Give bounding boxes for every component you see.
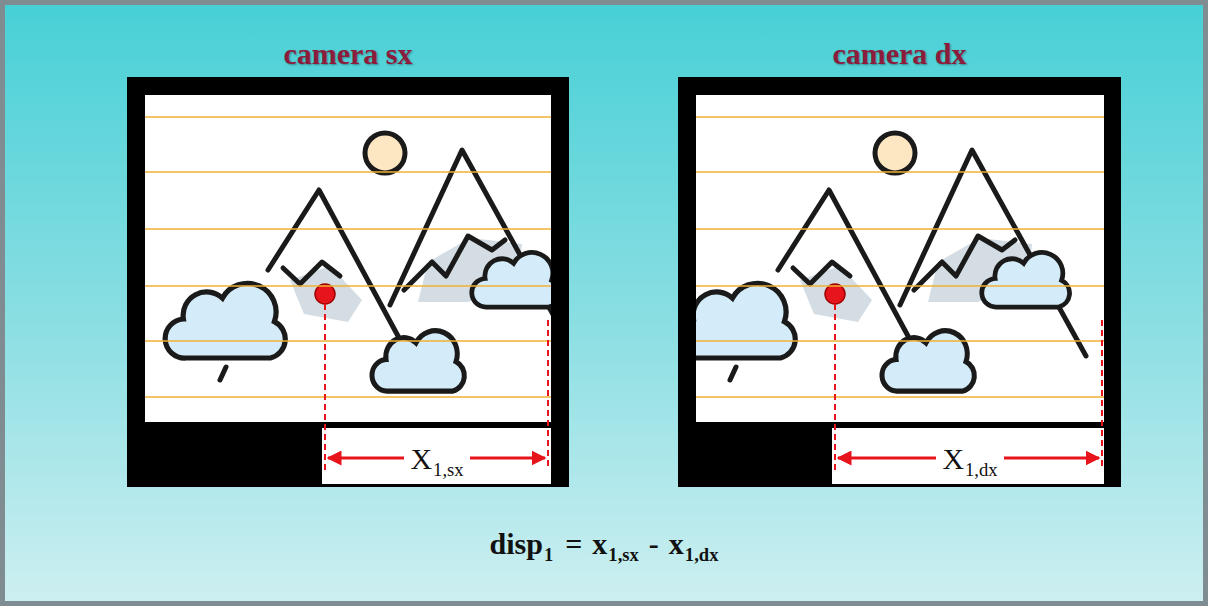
formula-term: x [669, 527, 684, 560]
scan-lines [145, 117, 551, 397]
distance-subscript: 1,sx [433, 460, 463, 480]
formula-term: x [592, 527, 607, 560]
distance-label: X [410, 442, 432, 475]
label-area [322, 428, 551, 484]
distance-label-group: X1,sx [404, 442, 469, 475]
distance-label: X [942, 442, 964, 475]
formula-term: disp [490, 527, 543, 560]
label-area [832, 428, 1104, 484]
dashed-guide [324, 304, 326, 470]
formula-subscript: 1 [544, 545, 553, 565]
right-image [696, 117, 1104, 397]
dashed-guide [834, 304, 836, 470]
formula-subscript: 1,sx [608, 545, 638, 565]
camera-title: camera dx [832, 37, 966, 71]
formula-operator: - [649, 527, 659, 560]
formula-subscript: 1,dx [685, 545, 719, 565]
scan-lines [696, 117, 1104, 397]
camera-title: camera sx [283, 37, 412, 71]
formula-operator: = [565, 527, 582, 560]
formula: disp1=x1,sx-x1,dx [490, 527, 719, 560]
dashed-guide [547, 320, 549, 470]
distance-label-group: X1,dx [936, 442, 1003, 475]
camera-frame: camera dx [678, 77, 1121, 487]
distance-subscript: 1,dx [965, 460, 998, 480]
camera-frame: camera sx [127, 77, 569, 487]
left-image [145, 117, 551, 397]
dashed-guide [1101, 320, 1103, 470]
